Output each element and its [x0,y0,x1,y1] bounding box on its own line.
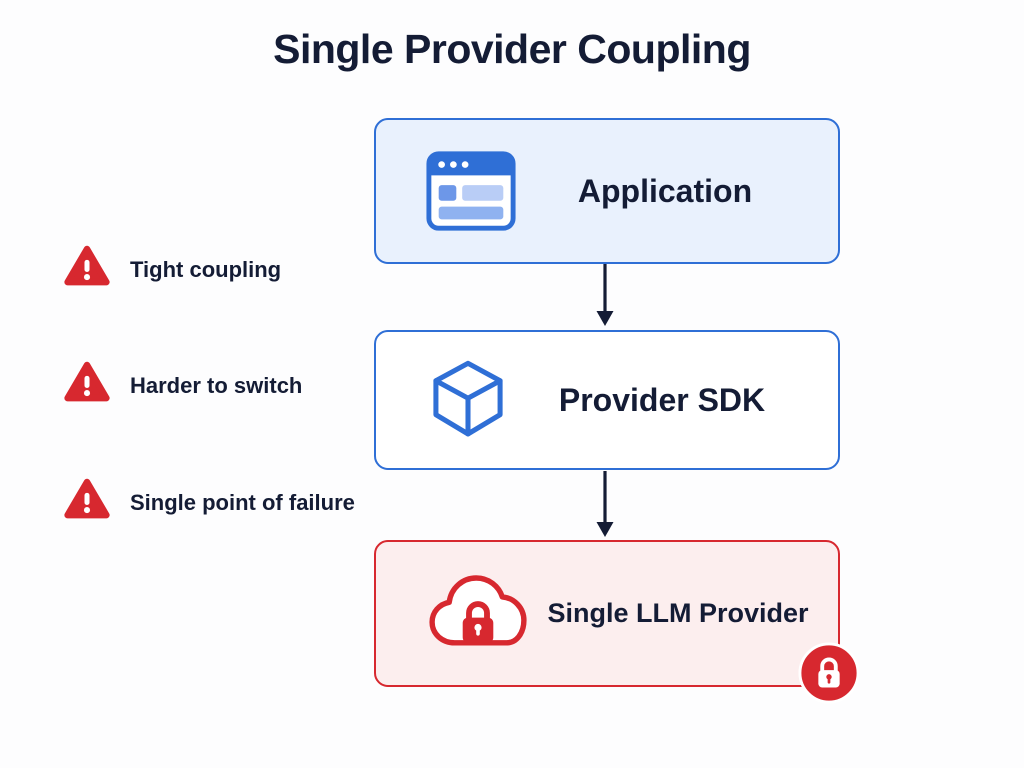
cloud-lock-icon [424,569,532,659]
warning-label: Harder to switch [130,372,303,398]
node-application: Application [374,118,840,264]
warning-triangle-icon [64,477,110,528]
node-single-llm-provider: Single LLM Provider [374,540,840,687]
cube-icon [424,356,512,444]
warning-triangle-icon [64,360,110,411]
warning-item-harder-to-switch: Harder to switch [64,360,302,411]
node-provider-sdk: Provider SDK [374,330,840,470]
browser-window-icon [424,144,518,238]
warning-triangle-icon [64,244,110,295]
warning-label: Tight coupling [130,256,282,282]
page-title: Single Provider Coupling [273,26,751,72]
node-label: Application [577,172,753,209]
warning-label: Single point of failure [130,489,355,515]
warning-item-single-point-of-failure: Single point of failure [64,477,355,528]
lock-badge-icon [798,642,860,704]
arrow-down-icon [592,471,618,544]
warning-item-tight-coupling: Tight coupling [64,244,281,295]
arrow-down-icon [592,264,618,333]
node-label: Provider SDK [558,381,766,418]
node-label: Single LLM Provider [547,598,809,628]
